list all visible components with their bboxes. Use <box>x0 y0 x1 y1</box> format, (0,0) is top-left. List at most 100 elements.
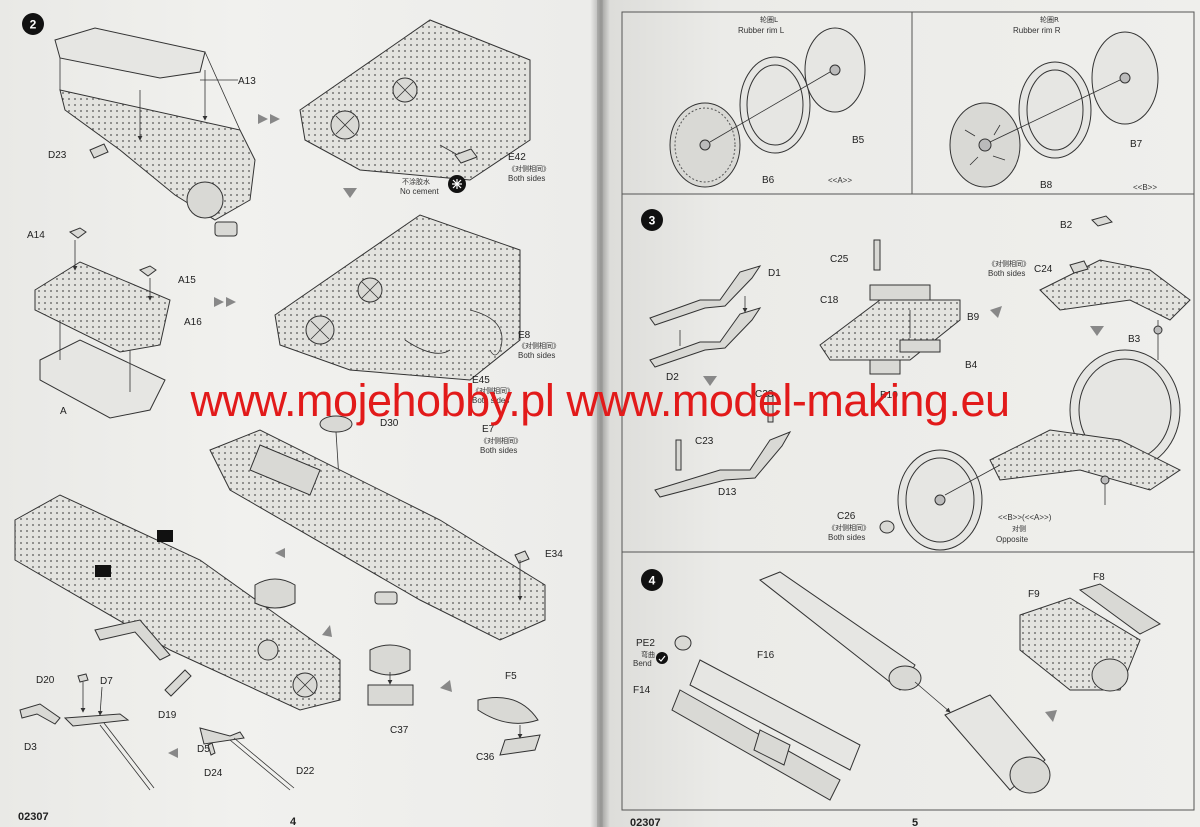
page-number-right: 5 <box>912 817 918 827</box>
label-e42: E42 <box>508 152 526 163</box>
breech-halves-f8-f9 <box>1019 583 1161 692</box>
label-c23-lower: C23 <box>695 436 714 447</box>
kit-number-right: 02307 <box>630 817 661 827</box>
label-rim-r-cn: 轮圈R <box>1040 15 1059 24</box>
label-d19: D19 <box>158 710 177 721</box>
label-d3: D3 <box>24 742 37 753</box>
label-rim-l-cn: 轮圈L <box>760 15 778 24</box>
label-c24-both-sides: Both sides <box>988 269 1025 278</box>
label-opposite-cn: 对侧 <box>1012 524 1026 533</box>
carriage-base-assembly <box>14 494 341 711</box>
label-bend-cn: 弯曲 <box>641 650 655 659</box>
label-f14: F14 <box>633 685 651 696</box>
label-b10: B10 <box>880 390 898 401</box>
step-3-badge: 3 <box>641 209 663 231</box>
axle-with-c23 <box>654 391 792 498</box>
label-e8: E8 <box>518 330 531 341</box>
flow-arrow-left-2 <box>168 748 178 758</box>
label-c23-upper: C23 <box>755 389 774 400</box>
label-a-partial: A <box>60 406 67 417</box>
carriage-frame-step3 <box>819 239 961 375</box>
barrel-assembly <box>759 571 1051 794</box>
label-e8-both-sides-cn: 《对侧相同》 <box>518 341 560 350</box>
flow-arrow-diag-1 <box>322 625 332 637</box>
label-e34: E34 <box>545 549 563 560</box>
label-b8: B8 <box>1040 180 1053 191</box>
label-rim-r: Rubber rim R <box>1013 26 1061 35</box>
step-3-number: 3 <box>649 214 656 228</box>
flow-arrow-step3-1 <box>990 306 1002 318</box>
panel-frames <box>621 11 1195 811</box>
label-d7: D7 <box>100 676 113 687</box>
label-sub-b: <<B>> <box>1133 183 1157 192</box>
barrel-halves-f14-f16 <box>671 635 861 801</box>
bend-icon <box>656 652 668 664</box>
flow-arrow-step3-down-left <box>703 376 717 386</box>
label-c26-both-sides: Both sides <box>828 533 865 542</box>
lever-parts-right <box>199 727 295 791</box>
no-cement-icon <box>448 175 466 193</box>
flow-arrow-right-2 <box>214 297 236 307</box>
label-c26-both-sides-cn: 《对侧相同》 <box>828 523 870 532</box>
flow-arrow-step3-down <box>1090 326 1104 336</box>
wheel-assembly-b <box>949 31 1159 188</box>
label-e8-both-sides: Both sides <box>518 351 555 360</box>
label-d23: D23 <box>48 150 67 161</box>
label-e45: E45 <box>472 375 490 386</box>
flow-arrow-down-1 <box>343 188 357 198</box>
label-a14: A14 <box>27 230 45 241</box>
label-b4: B4 <box>965 360 978 371</box>
label-c36: C36 <box>476 752 495 763</box>
final-carriage-with-wheels <box>879 349 1181 551</box>
bracket-and-shield-parts <box>367 644 541 756</box>
label-d2: D2 <box>666 372 679 383</box>
label-b7: B7 <box>1130 139 1143 150</box>
page-gutter <box>590 0 610 827</box>
flow-arrow-right-1 <box>258 114 280 124</box>
label-d1: D1 <box>768 268 781 279</box>
trail-underside-assembly <box>209 415 546 641</box>
label-c37: C37 <box>390 725 409 736</box>
label-a16: A16 <box>184 317 202 328</box>
label-e7-both-sides-cn: 《对侧相同》 <box>480 436 522 445</box>
label-b9: B9 <box>967 312 980 323</box>
flow-arrow-step4 <box>1045 710 1057 722</box>
kit-number-left: 02307 <box>18 811 49 823</box>
trail-top-view-2 <box>274 214 521 381</box>
flow-arrow-left-1 <box>275 548 285 558</box>
label-d5: D5 <box>197 744 210 755</box>
label-ba-combo: <<B>>(<<A>>) <box>998 513 1052 522</box>
axle-parts-d1-d2 <box>649 265 762 368</box>
label-rim-l: Rubber rim L <box>738 26 785 35</box>
label-e7-both-sides: Both sides <box>480 446 517 455</box>
label-pe2: PE2 <box>636 638 655 649</box>
label-sub-a: <<A>> <box>828 176 852 185</box>
label-c18: C18 <box>820 295 839 306</box>
label-c25: C25 <box>830 254 849 265</box>
tool-box-assembly <box>34 227 171 419</box>
label-e45-both-sides-cn: 《对侧相同》 <box>472 386 514 395</box>
label-f5: F5 <box>505 671 517 682</box>
step-4-number: 4 <box>649 574 656 588</box>
label-d13: D13 <box>718 487 737 498</box>
carriage-with-b2-b3 <box>1039 215 1191 360</box>
label-d20: D20 <box>36 675 55 686</box>
lever-parts-left <box>19 619 192 791</box>
label-b2: B2 <box>1060 220 1073 231</box>
label-c24: C24 <box>1034 264 1053 275</box>
label-bend: Bend <box>633 659 652 668</box>
label-no-cement-cn: 不涂胶水 <box>402 177 430 186</box>
label-b5: B5 <box>852 135 865 146</box>
label-d30: D30 <box>380 418 399 429</box>
label-a15: A15 <box>178 275 196 286</box>
page-number-left: 4 <box>290 816 297 827</box>
label-opposite: Opposite <box>996 535 1029 544</box>
step-4-badge: 4 <box>641 569 663 591</box>
label-a13: A13 <box>238 76 256 87</box>
label-c26: C26 <box>837 511 856 522</box>
label-f9: F9 <box>1028 589 1040 600</box>
label-d24: D24 <box>204 768 223 779</box>
label-e42-both-sides: Both sides <box>508 174 545 183</box>
label-e42-both-sides-cn: 《对侧相同》 <box>508 164 550 173</box>
